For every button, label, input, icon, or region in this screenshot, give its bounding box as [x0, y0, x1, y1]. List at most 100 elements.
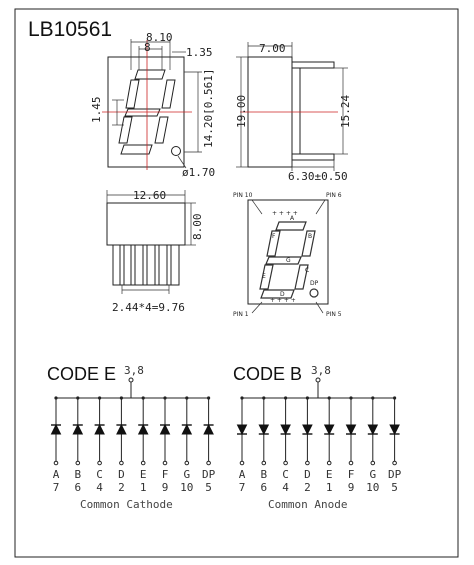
display-body-segments [247, 199, 329, 305]
lead-terminal [119, 460, 124, 466]
caption-common-cathode: Common Cathode [80, 498, 173, 511]
dim-side-height: 19.00 [235, 95, 248, 128]
seg-letter-g: G [286, 257, 291, 264]
segment-label: D [304, 468, 311, 481]
lead-terminal [348, 460, 354, 466]
lead-terminal [97, 460, 102, 466]
common-terminal [128, 377, 134, 383]
dim-left-side: 1.45 [90, 97, 103, 124]
segment-label: DP [388, 468, 402, 481]
segment-label: A [239, 468, 246, 481]
segment-label: A [53, 468, 60, 481]
bottom-dimension-view [106, 190, 196, 294]
pin-number: 6 [260, 481, 267, 494]
seg-letter-dp: DP [310, 280, 319, 287]
seg-letter-f: F [272, 233, 276, 240]
dim-pin-pitch: 2.44*4=9.76 [112, 301, 185, 314]
pin-label-1: PIN 1 [233, 311, 249, 318]
segment-front-view: + + + + + + + + [247, 199, 329, 314]
pin-label-6: PIN 6 [326, 192, 342, 199]
diode-icon [323, 424, 335, 436]
dim-dot-diameter: ø1.70 [182, 166, 215, 179]
lead-terminal [370, 460, 376, 466]
pin-number: 6 [74, 481, 81, 494]
lead-terminal [75, 460, 81, 466]
dim-bottom-height: 8.00 [191, 214, 204, 241]
dim-lead-height: 15.24 [339, 95, 352, 128]
code-e-common-pins: 3,8 [124, 364, 144, 377]
pin-number: 5 [205, 481, 212, 494]
part-number-title: LB10561 [28, 18, 112, 41]
seg-letter-b: B [308, 233, 312, 240]
diode-icon [345, 424, 357, 436]
diode-icon [236, 424, 248, 436]
lead-terminal [305, 460, 310, 466]
diode-icon [72, 423, 84, 435]
pin-number: 2 [304, 481, 311, 494]
pin-label-5: PIN 5 [326, 311, 342, 318]
common-terminal [315, 377, 321, 383]
lead-terminal [392, 460, 397, 466]
diode-icon [181, 423, 193, 435]
dim-inner-width: 8 [144, 41, 151, 54]
segment-label: DP [202, 468, 216, 481]
diode-icon [389, 424, 400, 436]
segment-label: D [118, 468, 125, 481]
diode-icon [203, 423, 214, 435]
lead-terminal [326, 460, 332, 466]
diode-icon [258, 424, 270, 436]
pin-number: 4 [282, 481, 289, 494]
pin-number: 5 [391, 481, 398, 494]
pin-number: 1 [326, 481, 333, 494]
segment-label: G [369, 468, 376, 481]
pin-label-10: PIN 10 [233, 192, 253, 199]
dim-height-inner: 14.20[0.561] [202, 69, 215, 148]
lead-terminal [206, 460, 211, 466]
diode-icon [302, 424, 313, 436]
diode-icon [367, 424, 379, 436]
segment-label: E [326, 468, 333, 481]
pin-number: 4 [96, 481, 103, 494]
code-b-label: CODE B [233, 364, 302, 384]
seg-letter-d: D [280, 291, 285, 298]
segment-label: C [96, 468, 103, 481]
diode-icon [116, 423, 127, 435]
pin-number: 7 [239, 481, 246, 494]
pin-number: 7 [53, 481, 60, 494]
pin-number: 9 [162, 481, 169, 494]
side-dimension-view [236, 42, 348, 171]
segment-label: B [74, 468, 81, 481]
lead-terminal [239, 460, 245, 466]
pin-number: 9 [348, 481, 355, 494]
pin-number: 2 [118, 481, 125, 494]
code-e-label: CODE E [47, 364, 116, 384]
seg-letter-c: C [305, 267, 309, 274]
segment-label: C [282, 468, 289, 481]
pin-number: 1 [140, 481, 147, 494]
dim-lead-offset: 6.30±0.50 [288, 170, 348, 183]
decimal-point-circle [171, 146, 181, 156]
segment-label: G [183, 468, 190, 481]
segment-label: F [162, 468, 169, 481]
lead-terminal [162, 460, 168, 466]
seg-letter-e: E [262, 273, 266, 280]
display-body-bottom [106, 202, 186, 246]
segment-label: E [140, 468, 147, 481]
dim-top-width: 8.10 [146, 31, 173, 44]
code-b-common-pins: 3,8 [311, 364, 331, 377]
diode-icon [280, 424, 291, 436]
diode-icon [50, 423, 62, 435]
segment-label: F [348, 468, 355, 481]
lead-terminal [283, 460, 288, 466]
svg-text:+ + + +: + + + + [270, 297, 296, 304]
svg-text:+ + + +: + + + + [272, 210, 298, 217]
dim-side-depth: 7.00 [259, 42, 286, 55]
lead-terminal [184, 460, 190, 466]
lead-terminal [140, 460, 146, 466]
pin-number: 10 [366, 481, 379, 494]
pin-number: 10 [180, 481, 193, 494]
front-dimension-view [102, 39, 202, 170]
